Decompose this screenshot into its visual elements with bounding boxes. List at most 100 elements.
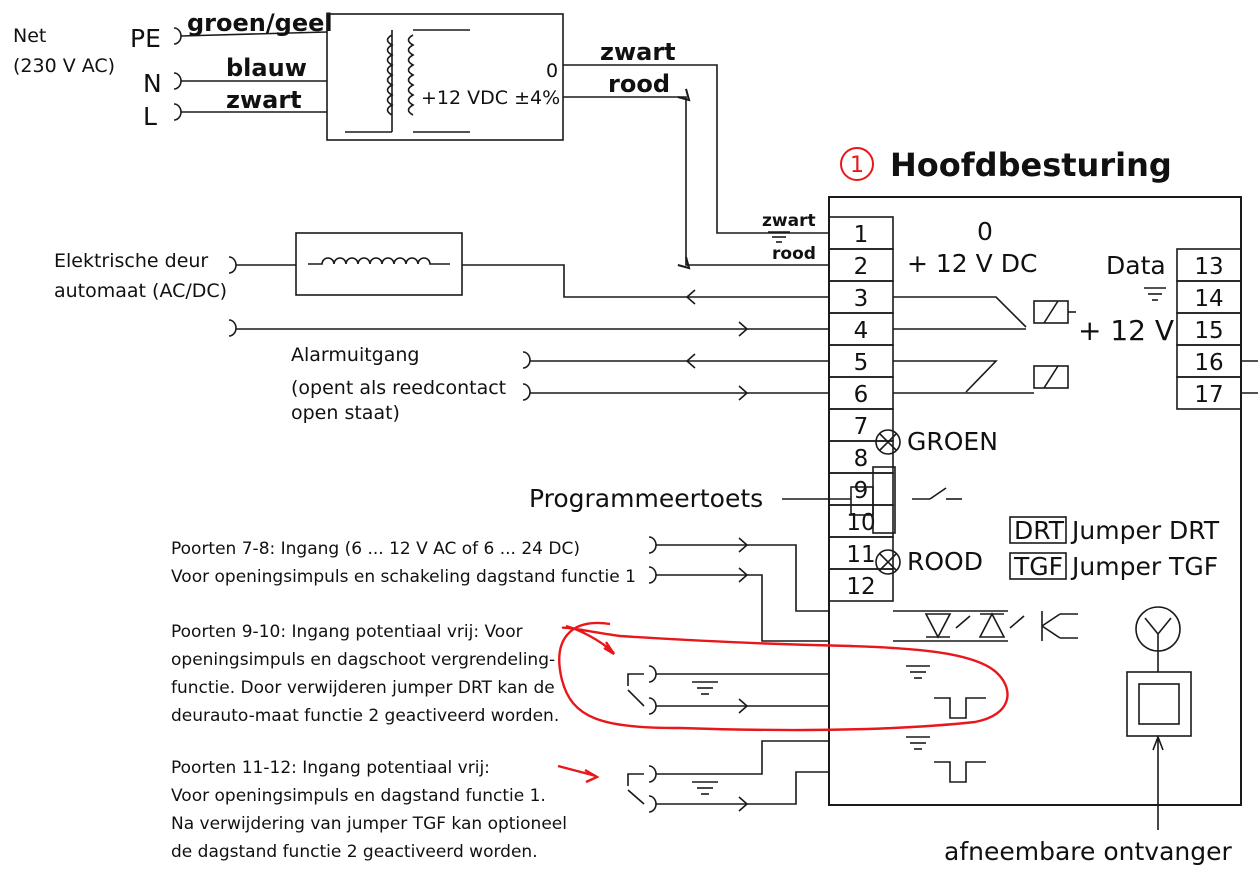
alarm-label-1: Alarmuitgang bbox=[291, 344, 419, 366]
alarm-socket-a bbox=[522, 351, 531, 369]
ports-11-12-line-1: Poorten 11-12: Ingang potentiaal vrij: bbox=[171, 758, 490, 778]
terminal-n-socket bbox=[173, 72, 182, 90]
ground-symbol-port11 bbox=[692, 781, 718, 795]
alarm-label-2: (opent als reedcontact bbox=[291, 377, 506, 399]
transformer-out-wire-zwart: zwart bbox=[600, 38, 676, 66]
port-7-arrow bbox=[738, 537, 749, 553]
terminal-l: L bbox=[143, 102, 157, 131]
receiver-label: afneembare ontvanger bbox=[944, 837, 1232, 866]
terminal-number-8: 8 bbox=[854, 446, 869, 472]
door-socket-a bbox=[228, 256, 237, 274]
terminal-number-5: 5 bbox=[854, 350, 869, 376]
v12-label: + 12 V bbox=[1078, 314, 1174, 347]
transformer-box bbox=[326, 13, 564, 141]
port-7-wire bbox=[656, 544, 829, 612]
ctrl-wire-zwart: zwart bbox=[762, 211, 816, 231]
port-12-arrow bbox=[738, 796, 749, 812]
port-11-wire bbox=[656, 740, 829, 775]
pulse-symbol-pin12 bbox=[934, 761, 986, 783]
pulse-symbol-pin10 bbox=[934, 697, 986, 719]
controller-number: 1 bbox=[850, 153, 864, 178]
power-label-12v: + 12 V DC bbox=[907, 249, 1037, 278]
terminal-l-socket bbox=[173, 103, 182, 121]
mains-voltage: (230 V AC) bbox=[13, 55, 115, 77]
receiver-arrow bbox=[1152, 734, 1164, 830]
door-label-1: Elektrische deur bbox=[54, 250, 208, 272]
terminal-number-11: 11 bbox=[846, 542, 875, 568]
wire-pe-label: groen/geel bbox=[187, 9, 333, 37]
data-label: Data bbox=[1106, 251, 1166, 280]
controller-title: Hoofdbesturing bbox=[890, 146, 1172, 184]
transformer-secondary-coil bbox=[407, 34, 415, 116]
wire-pe bbox=[180, 31, 328, 37]
terminal-number-16: 16 bbox=[1194, 350, 1223, 376]
ports-9-10-line-2: openingsimpuls en dagschoot vergrendelin… bbox=[171, 650, 555, 670]
alarm-wire-pin5-arrow bbox=[685, 353, 696, 369]
terminal-number-14: 14 bbox=[1194, 286, 1223, 312]
terminal-number-17: 17 bbox=[1194, 382, 1223, 408]
led-red-label: ROOD bbox=[907, 547, 983, 576]
terminal-pe: PE bbox=[130, 24, 161, 53]
wire-rood-supply bbox=[563, 88, 829, 270]
optocoupler-icon bbox=[893, 610, 1078, 642]
ctrl-wire-rood: rood bbox=[772, 244, 816, 264]
door-wire-pin4-arrow bbox=[738, 321, 749, 337]
jumper-drt-code: DRT bbox=[1014, 516, 1065, 545]
terminal-cell-12 bbox=[828, 568, 894, 602]
jumper-drt-label: Jumper DRT bbox=[1070, 516, 1220, 545]
relay-door bbox=[893, 296, 1076, 330]
ports-11-12-line-4: de dagstand functie 2 geactiveerd worden… bbox=[171, 842, 538, 862]
terminal-number-9: 9 bbox=[854, 478, 869, 504]
ports-9-10-line-1: Poorten 9-10: Ingang potentiaal vrij: Vo… bbox=[171, 622, 523, 642]
right-terminal-block: 13 14 15 16 17 bbox=[1176, 248, 1258, 410]
transformer-out-voltage: +12 VDC ±4% bbox=[421, 87, 560, 109]
led-green-icon bbox=[875, 429, 901, 455]
ports-11-12-line-3: Na verwijdering van jumper TGF kan optio… bbox=[171, 814, 567, 834]
terminal-number-15: 15 bbox=[1194, 318, 1223, 344]
transformer-primary-coil bbox=[386, 34, 394, 116]
ground-symbol-port9 bbox=[692, 681, 718, 695]
controller-number-badge bbox=[840, 147, 874, 181]
ground-symbol-data bbox=[1144, 287, 1166, 301]
ports-7-8-line-1: Poorten 7-8: Ingang (6 ... 12 V AC of 6 … bbox=[171, 539, 580, 559]
ground-symbol-pin1 bbox=[768, 231, 790, 243]
terminal-number-7: 7 bbox=[854, 414, 869, 440]
terminal-n: N bbox=[143, 69, 162, 98]
jumper-drt-box[interactable] bbox=[1009, 516, 1067, 544]
red-arrow-ports-11-12 bbox=[557, 764, 600, 784]
power-label-zero: 0 bbox=[977, 217, 993, 246]
ground-symbol-pin9 bbox=[906, 665, 930, 679]
terminal-number-2: 2 bbox=[854, 254, 869, 280]
wire-n-label: blauw bbox=[226, 54, 307, 82]
door-coil-icon bbox=[308, 257, 450, 265]
terminal-number-1: 1 bbox=[854, 222, 869, 248]
terminal-pe-socket bbox=[173, 27, 182, 45]
ports-9-10-line-3: functie. Door verwijderen jumper DRT kan… bbox=[171, 678, 555, 698]
program-button-icon[interactable] bbox=[850, 466, 962, 534]
port-12-wire bbox=[656, 771, 829, 805]
door-wire-pin3 bbox=[462, 264, 829, 298]
receiver-module[interactable] bbox=[1126, 671, 1192, 737]
program-button-label: Programmeertoets bbox=[529, 484, 763, 513]
door-label-2: automaat (AC/DC) bbox=[54, 280, 227, 302]
transformer-out-zero: 0 bbox=[546, 60, 558, 82]
door-wire-pin3-arrow bbox=[685, 289, 696, 305]
ports-11-12-line-2: Voor openingsimpuls en dagstand functie … bbox=[171, 786, 546, 806]
terminal-number-13: 13 bbox=[1194, 254, 1223, 280]
port-8-socket bbox=[648, 566, 657, 584]
terminal-number-3: 3 bbox=[854, 286, 869, 312]
port-10-arrow bbox=[738, 698, 749, 714]
transformer-out-wire-rood: rood bbox=[608, 70, 670, 98]
jumper-tgf-box[interactable] bbox=[1009, 552, 1067, 580]
door-coil-box bbox=[295, 232, 463, 296]
alarm-label-3: open staat) bbox=[291, 402, 400, 424]
door-socket-b bbox=[228, 319, 237, 337]
red-arrow-ports-9-10 bbox=[565, 624, 615, 656]
switch-ports-9-10 bbox=[627, 665, 657, 715]
jumper-tgf-label: Jumper TGF bbox=[1070, 552, 1218, 581]
terminal-number-4: 4 bbox=[854, 318, 869, 344]
ports-9-10-line-4: deurauto-maat functie 2 geactiveerd word… bbox=[171, 706, 559, 726]
jumper-tgf-code: TGF bbox=[1013, 552, 1063, 581]
red-highlight-loop bbox=[558, 621, 1009, 732]
